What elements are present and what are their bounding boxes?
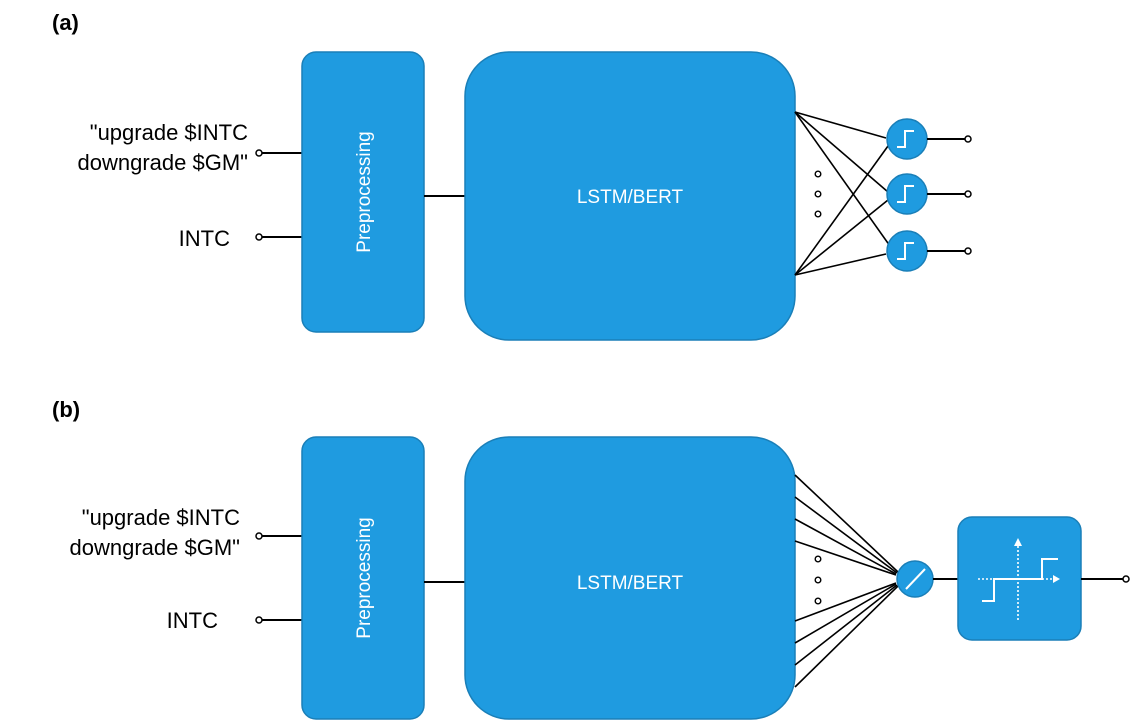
panel-a-neuron-1 [886, 118, 972, 160]
panel-a-model-block [464, 51, 796, 341]
panel-a-neuron-2 [886, 173, 972, 215]
panel-a-output-connections [794, 111, 891, 276]
panel-a-text-input-terminal [255, 149, 263, 157]
panel-a-preprocessing-label: Preprocessing [354, 131, 375, 252]
panel-b-linear-neuron [896, 560, 958, 598]
panel-a-input-text-line2: downgrade $GM" [78, 150, 248, 175]
panel-a-preprocessing-block [301, 51, 425, 333]
panel-a-ticker-input-terminal [255, 233, 263, 241]
step-icon [897, 185, 914, 203]
panel-b-model-label: LSTM/BERT [577, 573, 684, 594]
panel-b-input-text-line2: downgrade $GM" [70, 535, 240, 560]
panel-b-output-connections [794, 474, 899, 688]
panel-a-input-text-line1: "upgrade $INTC [90, 120, 248, 145]
linear-icon [905, 568, 926, 590]
panel-b-label: (b) [52, 397, 80, 422]
panel-a-ellipsis [814, 170, 822, 218]
panel-a-input-ticker: INTC [179, 226, 230, 251]
panel-a: (a) "upgrade $INTC downgrade $GM" INTC P… [52, 10, 972, 341]
panel-b-preprocessing-block [301, 436, 425, 720]
panel-b-ellipsis [814, 555, 822, 605]
panel-b: (b) "upgrade $INTC downgrade $GM" INTC P… [52, 397, 1130, 720]
panel-b-ticker-input-terminal [255, 616, 263, 624]
step-icon [897, 242, 914, 260]
panel-b-preprocessing-label: Preprocessing [354, 517, 375, 638]
panel-a-model-label: LSTM/BERT [577, 187, 684, 208]
panel-b-model-block [464, 436, 796, 720]
step-icon [897, 130, 914, 148]
panel-b-text-input-terminal [255, 532, 263, 540]
panel-a-label: (a) [52, 10, 79, 35]
panel-b-input-ticker: INTC [167, 608, 218, 633]
staircase-icon [982, 558, 1058, 602]
panel-a-neuron-3 [886, 230, 972, 272]
panel-b-input-text-line1: "upgrade $INTC [82, 505, 240, 530]
panel-b-quantizer-block [957, 516, 1130, 641]
